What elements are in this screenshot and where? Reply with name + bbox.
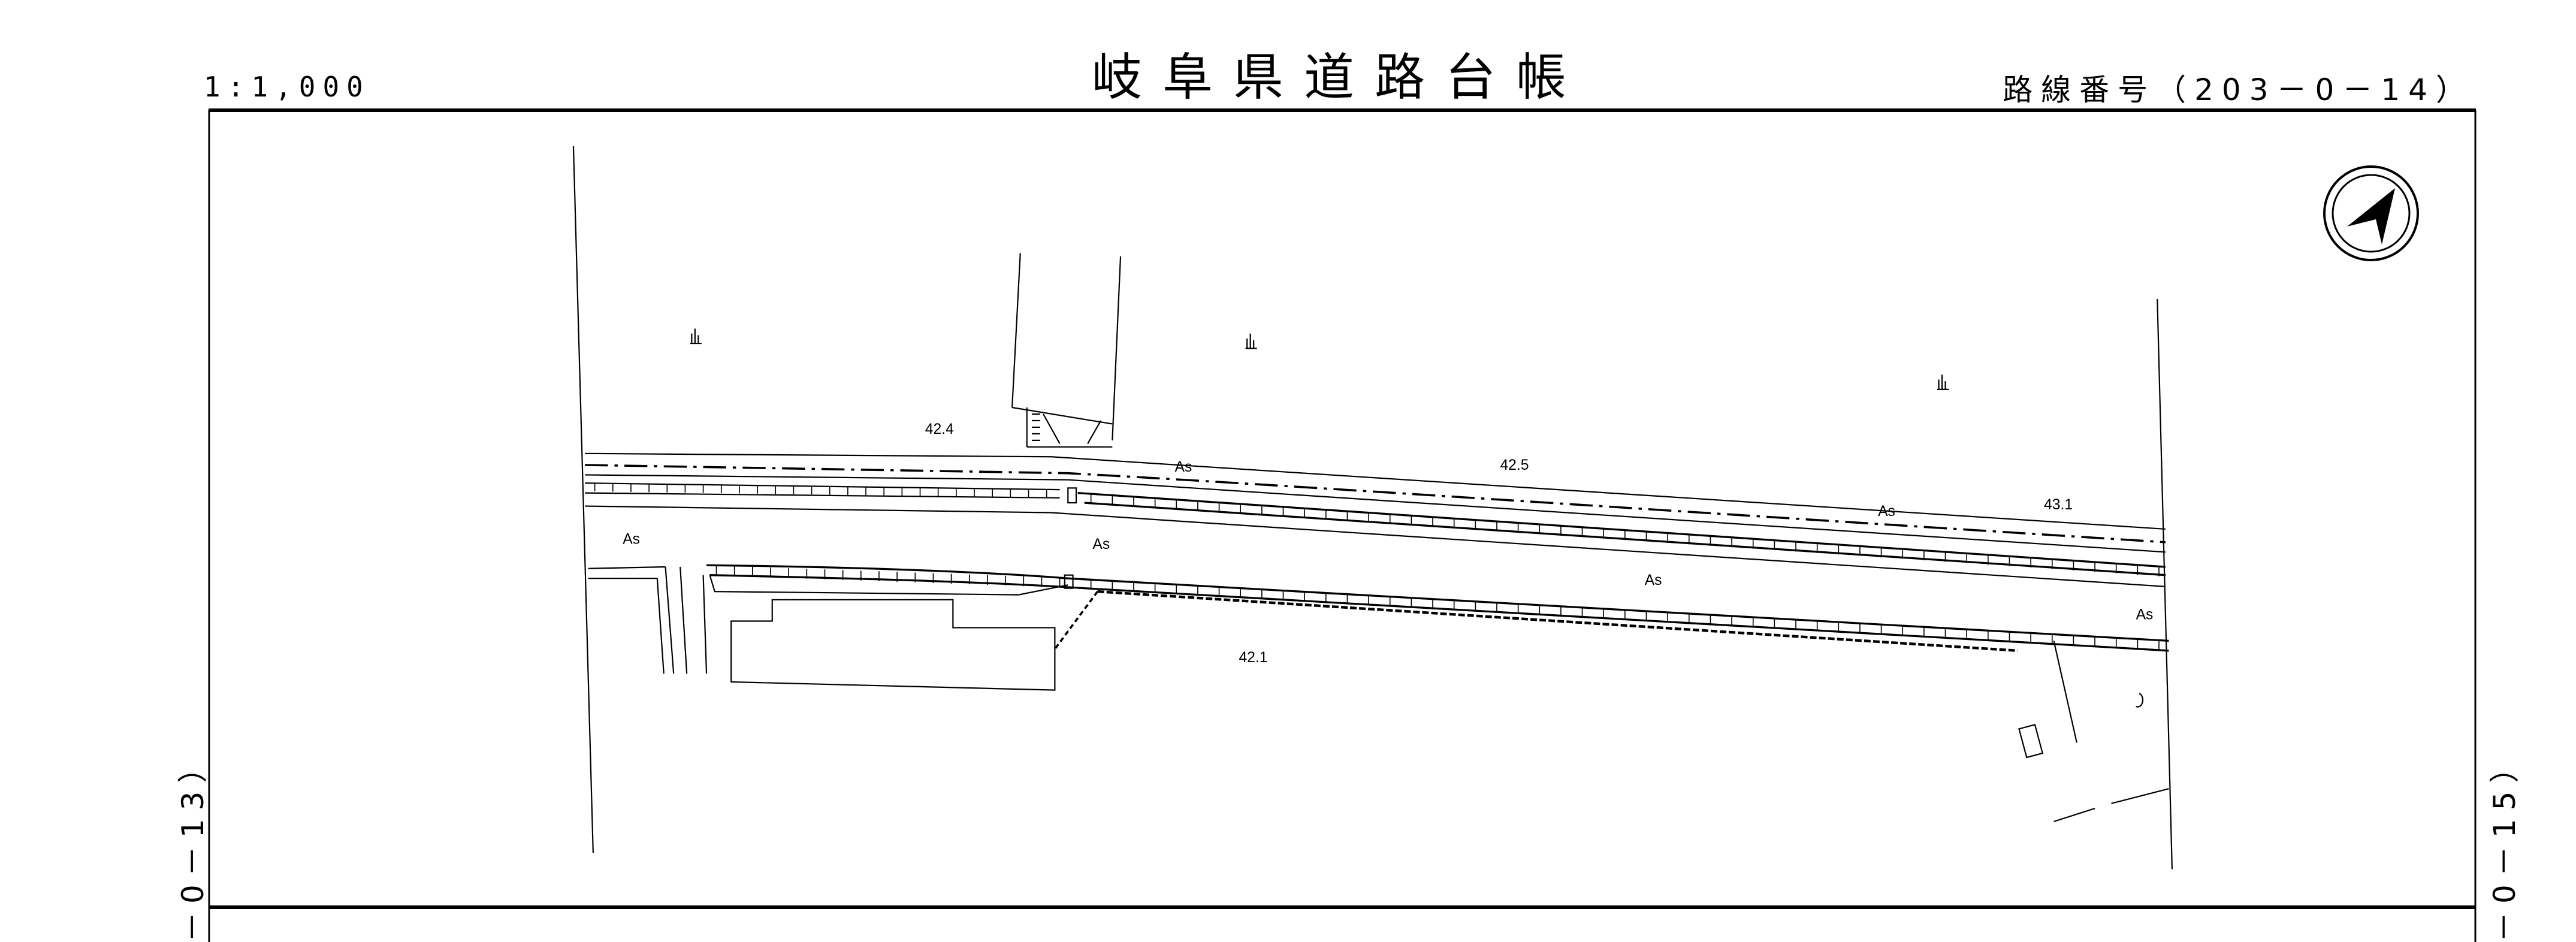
sheet-boundary-right <box>2157 299 2173 869</box>
surface-label: As <box>1645 572 1662 588</box>
surface-label: As <box>1092 536 1110 552</box>
elevation-label: 42.1 <box>1239 650 1267 666</box>
road-centerline <box>585 464 2166 544</box>
surface-label: As <box>1175 459 1192 475</box>
elevation-label: 42.5 <box>1500 457 1529 473</box>
map-scale: 1:1,000 <box>204 71 370 103</box>
sheet-boundary-left <box>572 146 594 853</box>
building-north <box>1011 253 1122 448</box>
page-title: 岐阜県道路台帳 <box>1091 48 1587 107</box>
boundary-line <box>1097 590 2018 653</box>
grass-symbol-icon <box>690 328 702 345</box>
surface-label: As <box>1878 503 1895 520</box>
elevation-label: 42.4 <box>925 421 954 437</box>
elevation-label: 43.1 <box>2044 497 2073 513</box>
grass-symbol-icon <box>1245 333 1257 349</box>
surface-label: As <box>2136 607 2154 623</box>
small-structure <box>2018 723 2044 759</box>
surface-label: As <box>623 532 640 548</box>
route-number: 路線番号（203－0－14） <box>2003 73 2474 107</box>
north-arrow-icon <box>2323 165 2419 261</box>
grass-symbol-icon <box>1937 375 1949 390</box>
building-south <box>730 599 1056 691</box>
map-drawing: 42.4 42.5 43.1 42.1 As As As As As As <box>572 146 2173 869</box>
road-edge-south <box>585 505 2166 587</box>
